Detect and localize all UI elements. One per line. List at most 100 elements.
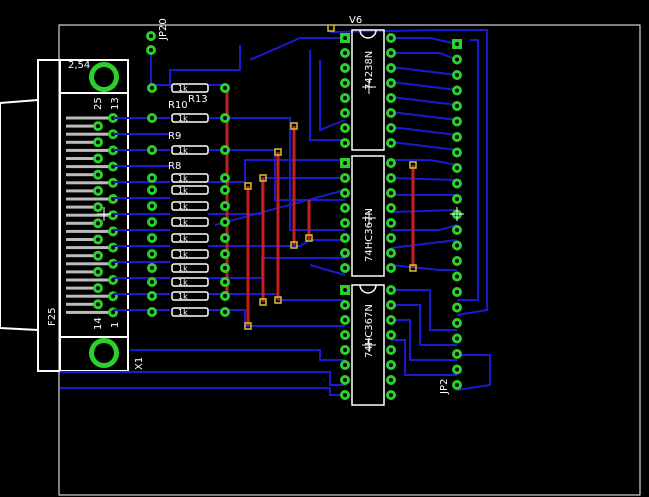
resistor-pad-a-1-drill (150, 86, 154, 90)
top-trace-53 (214, 189, 346, 226)
board-outline (58, 24, 641, 496)
connector-pad-23-drill (111, 294, 115, 299)
resistor-body-11 (171, 277, 209, 287)
ic3-pin-right-4-drill (389, 333, 393, 337)
top-trace-30 (390, 96, 458, 106)
resistor-value-12: 1k (178, 292, 188, 301)
ic-74hc367n-upper (351, 155, 385, 277)
resistor-value-11: 1k (178, 278, 188, 287)
ic2-pin-right-4-drill (389, 206, 393, 210)
connector-pin-21 (66, 278, 116, 282)
resistor-value-7: 1k (178, 218, 188, 227)
ic3-pin-left-2-drill (343, 303, 347, 307)
ic3-pin-left-4-drill (343, 333, 347, 337)
resistor-value-1: 1k (178, 84, 188, 93)
label-pin-13: 13 (110, 97, 121, 110)
via-3 (244, 182, 252, 190)
connector-pin-7 (66, 165, 116, 169)
resistor-pad-a-6-drill (150, 204, 154, 208)
via-1 (290, 122, 298, 130)
resistor-value-13: 1k (178, 308, 188, 317)
ic3-pin-right-7-drill (389, 378, 393, 382)
via-12 (327, 24, 335, 32)
resistor-body-4 (171, 173, 209, 183)
ic2-pin-right-6-drill (389, 236, 393, 240)
via-10 (409, 161, 417, 169)
via-5 (290, 241, 298, 249)
resistor-pad-a-3-drill (150, 148, 154, 152)
ic1-pin-right-3-drill (389, 66, 393, 70)
jp20-jumper (146, 31, 156, 55)
top-trace-45 (60, 371, 345, 386)
top-trace-43 (391, 319, 457, 361)
jp2-pin-11-drill (455, 197, 459, 201)
resistor-pad-a-12-drill (150, 294, 154, 298)
top-trace-23 (249, 37, 345, 61)
connector-pad-25-drill (111, 310, 115, 315)
resistor-pad-b-4-drill (223, 176, 227, 180)
top-trace-19 (208, 239, 345, 247)
top-trace-40 (390, 264, 457, 271)
jp2-pin-3-drill (455, 73, 459, 77)
ic1-pin-left-2-drill (343, 51, 347, 55)
top-trace-26 (391, 37, 458, 45)
connector-pin-6 (66, 157, 102, 160)
connector-pad-2-drill (96, 124, 100, 129)
resistor-body-5 (171, 185, 209, 195)
top-trace-34 (391, 159, 458, 166)
label-ic-74238n: 74238N (364, 51, 375, 90)
ic2-pin-left-1-drill (343, 161, 347, 165)
origin-markers (97, 80, 464, 352)
jp2-pin-1-drill (455, 42, 459, 46)
connector-pin-22 (66, 286, 102, 290)
ic1-pin-right-1-drill (389, 36, 393, 40)
connector-pin-12 (66, 205, 102, 209)
ic3-pin-right-5-drill (389, 348, 393, 352)
ic-pads (340, 33, 396, 400)
top-trace-42 (391, 304, 457, 346)
top-trace-15 (208, 117, 345, 231)
resistor-body-12 (171, 291, 209, 301)
resistor-value-2: 1k (178, 114, 188, 123)
resistor-pad-b-9-drill (223, 252, 227, 256)
ic-74238n (351, 29, 385, 151)
label-pin-14: 14 (93, 317, 104, 330)
top-trace-32 (390, 126, 458, 136)
ic3-pin-left-3-drill (343, 318, 347, 322)
connector-pad-22-drill (96, 286, 100, 291)
resistor-body-6 (171, 201, 209, 211)
resistor-body-8 (171, 233, 209, 243)
ic2-pin-left-2-drill (343, 176, 347, 180)
ic2-pin-right-5-drill (389, 221, 393, 225)
jp2-pin-17-drill (455, 290, 459, 294)
resistor-pad-b-3-drill (223, 148, 227, 152)
connector-pad-8-drill (96, 172, 100, 177)
ic1-pin-left-8-drill (343, 141, 347, 145)
label-pin-25: 25 (93, 97, 104, 110)
connector-pin-18 (66, 254, 102, 258)
connector-pin-9 (66, 181, 116, 185)
resistor-pad-b-1-drill (223, 86, 227, 90)
top-traces (60, 29, 491, 396)
ic1-pin-right-7-drill (389, 126, 393, 130)
resistor-pad-a-5-drill (150, 188, 154, 192)
resistor-body-7 (171, 217, 209, 227)
top-trace-39 (390, 239, 458, 249)
top-trace-47 (169, 45, 241, 88)
connector-pin-10 (66, 189, 102, 193)
jp2-pin-4-drill (455, 88, 459, 93)
connector-pad-6-drill (96, 156, 100, 161)
ic1-pin-right-2-drill (389, 51, 393, 55)
ic3-pin-right-3-drill (389, 318, 393, 322)
ic2-pin-right-7-drill (389, 251, 393, 255)
resistor-value-8: 1k (178, 234, 188, 243)
label-r10: R10 (168, 100, 188, 111)
jp2-pin-7-drill (455, 135, 459, 139)
resistor-value-4: 1k (178, 174, 188, 183)
ic2-pin-left-3-drill (343, 191, 347, 195)
ic1-pin-left-7-drill (343, 126, 347, 130)
label-pin-1: 1 (110, 322, 121, 328)
ic1-pin-left-1-drill (343, 36, 347, 40)
connector-pad-10-drill (96, 188, 100, 193)
